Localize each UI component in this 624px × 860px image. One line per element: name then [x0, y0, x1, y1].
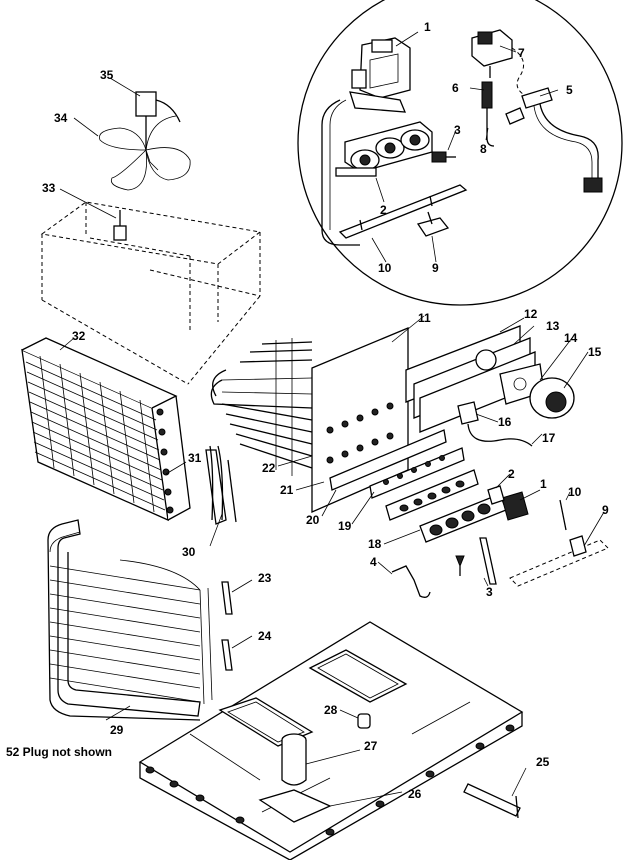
- callout-labels: 1 2 3 5 6 7 8 9 10 11 12 13 14 15 16 17 …: [42, 20, 609, 801]
- callout-35: 35: [100, 68, 114, 82]
- callout-34: 34: [54, 111, 68, 125]
- callout-11: 11: [418, 311, 431, 325]
- condenser-coil: [21, 337, 191, 522]
- inducer-blower: [499, 363, 575, 419]
- callout-2: 2: [380, 203, 387, 217]
- callout-21: 21: [280, 483, 294, 497]
- callout-25: 25: [536, 755, 550, 769]
- burner-manifold-part: [335, 121, 433, 177]
- burner-bracket-lower: [479, 499, 609, 587]
- callout-10: 10: [378, 261, 392, 275]
- burner-bracket-inset: [338, 184, 468, 239]
- callout-1-lower: 1: [540, 477, 547, 491]
- callout-29: 29: [110, 723, 124, 737]
- callout-2-lower: 2: [508, 467, 515, 481]
- callout-26: 26: [408, 787, 422, 801]
- callout-27: 27: [364, 739, 378, 753]
- callout-9-lower: 9: [602, 503, 609, 517]
- evaporator-coil: [47, 519, 213, 721]
- gas-valve-part: [321, 37, 411, 246]
- callout-23: 23: [258, 571, 272, 585]
- burner-assembly: [385, 469, 507, 543]
- callout-33: 33: [42, 181, 56, 195]
- callout-31: 31: [188, 451, 202, 465]
- fan-assembly: [99, 91, 191, 191]
- clip-part: [416, 211, 450, 237]
- callout-9: 9: [432, 261, 439, 275]
- callout-18: 18: [368, 537, 382, 551]
- small-parts: [391, 555, 465, 598]
- leader-lines: [59, 31, 605, 807]
- callout-22: 22: [262, 461, 276, 475]
- top-cover-panel: [40, 201, 262, 385]
- callout-30: 30: [182, 545, 196, 559]
- callout-12: 12: [524, 307, 538, 321]
- callout-6: 6: [452, 81, 459, 95]
- base-pan: [138, 621, 524, 860]
- callout-14: 14: [564, 331, 578, 345]
- callout-10-lower: 10: [568, 485, 582, 499]
- callout-3: 3: [454, 123, 461, 137]
- pressure-switch: [457, 401, 533, 447]
- callout-7: 7: [518, 46, 525, 60]
- gas-valve-detail-inset: [297, 0, 623, 306]
- callout-17: 17: [542, 431, 556, 445]
- callout-3-lower: 3: [486, 585, 493, 599]
- callout-20: 20: [306, 513, 320, 527]
- callout-24: 24: [258, 629, 272, 643]
- flame-sensor-part: [481, 81, 495, 147]
- orifice-part: [431, 151, 456, 163]
- callout-15: 15: [588, 345, 602, 359]
- refrigerant-distributor: [205, 445, 237, 525]
- callout-4: 4: [370, 555, 377, 569]
- callout-19: 19: [338, 519, 352, 533]
- callout-8: 8: [480, 142, 487, 156]
- side-brackets: [221, 581, 233, 671]
- callout-16: 16: [498, 415, 512, 429]
- callout-28: 28: [324, 703, 338, 717]
- callout-5: 5: [566, 83, 573, 97]
- plug-not-shown-note: 52 Plug not shown: [6, 745, 112, 759]
- igniter-control-part: [471, 29, 527, 97]
- burner-box-rails: [329, 429, 465, 499]
- callout-13: 13: [546, 319, 560, 333]
- callout-1: 1: [424, 20, 431, 34]
- igniter-bracket-part: [505, 87, 603, 193]
- callout-32: 32: [72, 329, 86, 343]
